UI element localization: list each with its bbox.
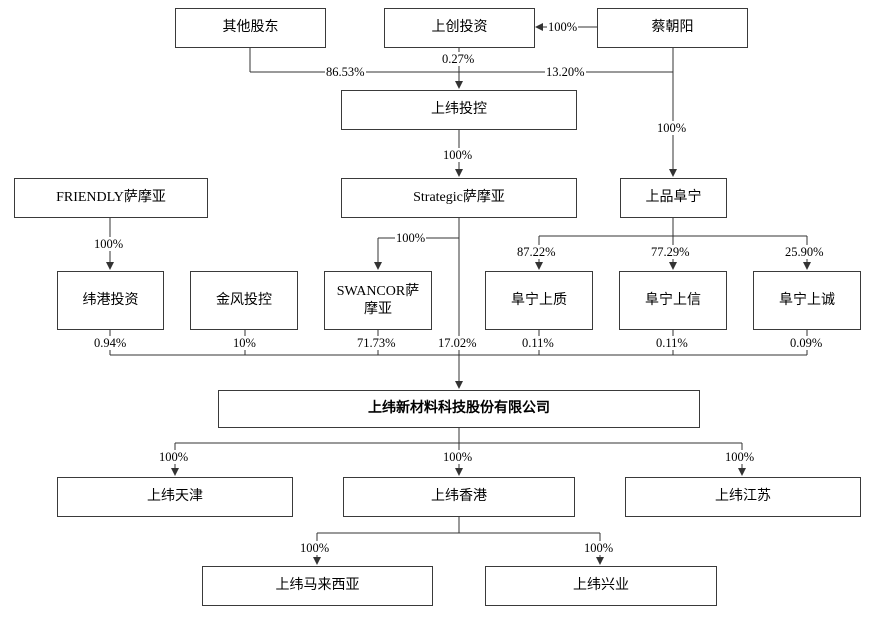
pct-shangcheng-to-company: 0.09% [789, 336, 824, 350]
box-shangchuang: 上创投资 [384, 8, 535, 48]
pct-strategic-to-company: 17.02% [437, 336, 478, 350]
box-xingye: 上纬兴业 [485, 566, 717, 606]
box-weigang: 纬港投资 [57, 271, 164, 330]
pct-shangpin-to-shangcheng: 25.90% [784, 245, 825, 259]
label-jiangsu: 上纬江苏 [715, 489, 771, 504]
box-tianjin: 上纬天津 [57, 477, 293, 517]
label-swancor: SWANCOR萨摩亚 [336, 283, 420, 317]
box-funing-shangxin: 阜宁上信 [619, 271, 727, 330]
box-hongkong: 上纬香港 [343, 477, 575, 517]
pct-company-to-hongkong: 100% [442, 450, 474, 464]
box-jiangsu: 上纬江苏 [625, 477, 861, 517]
label-shangpin-funing: 上品阜宁 [645, 190, 702, 205]
pct-cai-to-shangchuang: 100% [547, 20, 579, 34]
box-company: 上纬新材料科技股份有限公司 [218, 390, 700, 428]
pct-swancor-to-company: 71.73% [356, 336, 397, 350]
pct-other-to-holding: 86.53% [325, 65, 366, 79]
label-hongkong: 上纬香港 [431, 489, 487, 504]
label-friendly: FRIENDLY萨摩亚 [56, 190, 166, 205]
label-jinfeng: 金风投控 [216, 292, 272, 308]
pct-holding-to-strategic: 100% [442, 148, 474, 162]
label-funing-shangzhi: 阜宁上质 [511, 292, 567, 308]
box-other-shareholders: 其他股东 [175, 8, 326, 48]
label-funing-shangxin: 阜宁上信 [645, 292, 701, 308]
box-strategic: Strategic萨摩亚 [341, 178, 577, 218]
label-shangchuang: 上创投资 [431, 20, 488, 35]
label-tianjin: 上纬天津 [147, 489, 203, 504]
label-xingye: 上纬兴业 [573, 578, 629, 593]
pct-shangxin-to-company: 0.11% [655, 336, 689, 350]
pct-strategic-to-swancor: 100% [395, 231, 427, 245]
box-malaysia: 上纬马来西亚 [202, 566, 433, 606]
box-shangpin-funing: 上品阜宁 [620, 178, 727, 218]
pct-cai-to-holding: 13.20% [545, 65, 586, 79]
label-strategic: Strategic萨摩亚 [413, 190, 505, 205]
label-funing-shangcheng: 阜宁上诚 [779, 292, 835, 308]
pct-company-to-tianjin: 100% [158, 450, 190, 464]
pct-friendly-to-weigang: 100% [93, 237, 125, 251]
pct-shangpin-to-shangxin: 77.29% [650, 245, 691, 259]
pct-hk-to-malaysia: 100% [299, 541, 331, 555]
pct-shangpin-to-shangzhi: 87.22% [516, 245, 557, 259]
pct-shangzhi-to-company: 0.11% [521, 336, 555, 350]
box-cai-chaoyang: 蔡朝阳 [597, 8, 748, 48]
pct-weigang-to-company: 0.94% [93, 336, 128, 350]
box-jinfeng: 金风投控 [190, 271, 298, 330]
label-cai-chaoyang: 蔡朝阳 [651, 20, 694, 35]
box-funing-shangzhi: 阜宁上质 [485, 271, 593, 330]
pct-shangchuang-to-holding: 0.27% [441, 52, 476, 66]
box-swancor: SWANCOR萨摩亚 [324, 271, 432, 330]
box-shangwei-holding: 上纬投控 [341, 90, 577, 130]
pct-company-to-jiangsu: 100% [724, 450, 756, 464]
label-malaysia: 上纬马来西亚 [275, 578, 360, 593]
label-shangwei-holding: 上纬投控 [431, 102, 487, 117]
pct-hk-to-xingye: 100% [583, 541, 615, 555]
label-weigang: 纬港投资 [82, 292, 139, 308]
label-company: 上纬新材料科技股份有限公司 [368, 401, 550, 416]
label-other-shareholders: 其他股东 [222, 20, 279, 35]
pct-jinfeng-to-company: 10% [232, 336, 257, 350]
pct-cai-to-shangpin: 100% [656, 121, 688, 135]
box-friendly: FRIENDLY萨摩亚 [14, 178, 208, 218]
box-funing-shangcheng: 阜宁上诚 [753, 271, 861, 330]
